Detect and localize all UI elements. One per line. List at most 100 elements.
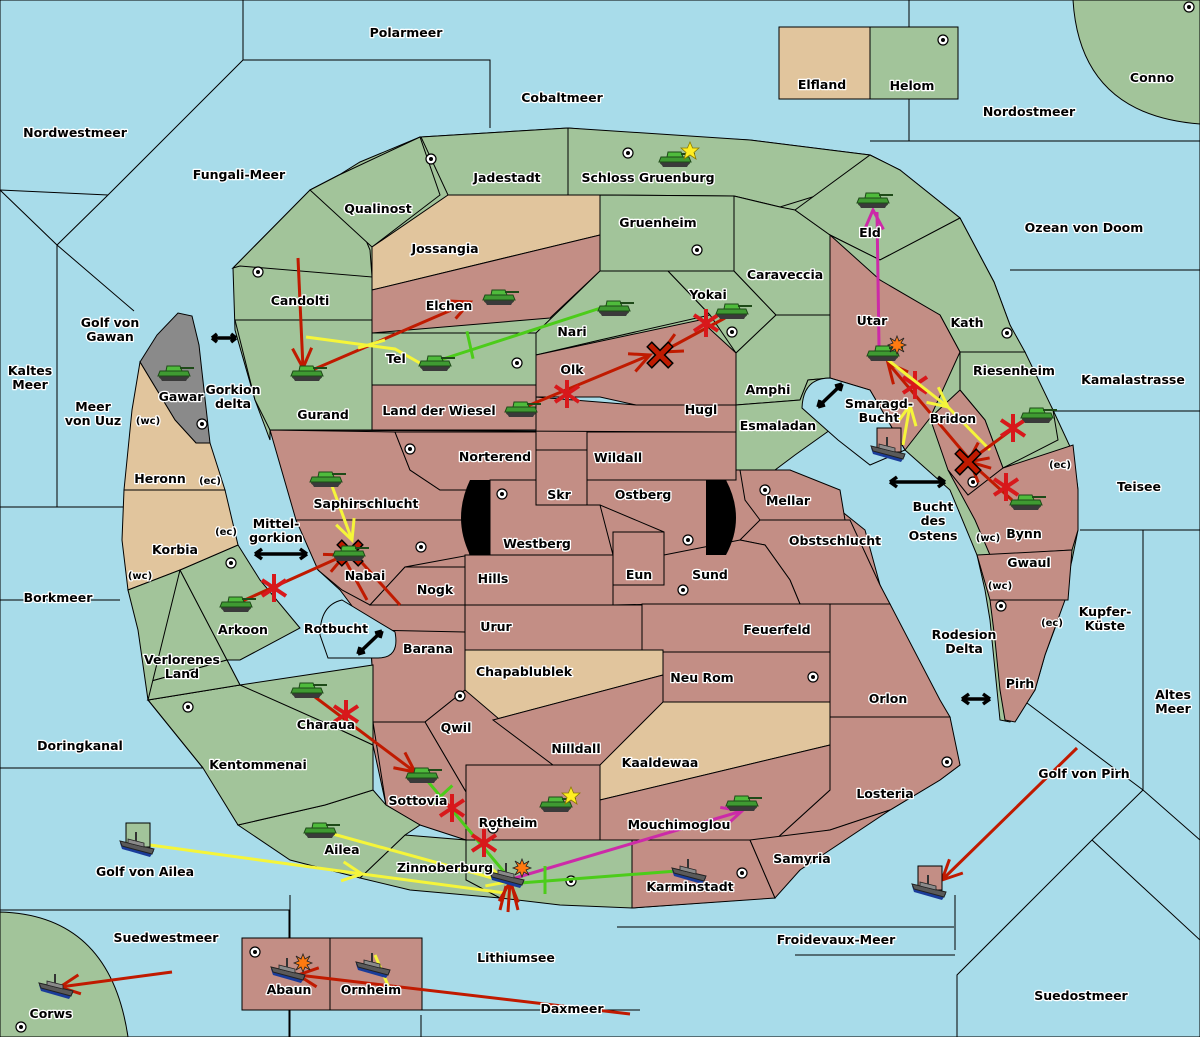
territory-qualinost[interactable] <box>309 136 441 248</box>
failed-order-marker <box>438 794 466 822</box>
move-order-arrow <box>297 973 631 1016</box>
label-gwaul: Gwaul <box>1007 555 1050 570</box>
impassable-east <box>706 480 736 555</box>
label-mellar: Mellar <box>766 493 811 508</box>
orders-layer <box>56 206 1079 1016</box>
label-wildall: Wildall <box>594 450 642 465</box>
territory-gwaul[interactable] <box>976 549 1073 601</box>
label-helom: Helom <box>890 78 935 93</box>
support-cut-marker <box>465 331 475 359</box>
label-arkoon: Arkoon <box>218 622 268 637</box>
label-jossangia: Jossangia <box>410 241 478 256</box>
move-order-arrow <box>296 257 305 369</box>
failed-order-marker <box>999 414 1027 442</box>
impassable-west <box>461 480 490 555</box>
territory-samyria[interactable] <box>749 809 891 899</box>
move-order-arrow <box>237 553 346 605</box>
territory-wildall[interactable] <box>586 431 737 481</box>
failed-order-marker <box>553 380 581 408</box>
label-candolti: Candolti <box>271 293 330 308</box>
bidirectional-arrows <box>210 332 992 706</box>
territory-charaua[interactable] <box>238 664 374 746</box>
label-von-uuz: von Uuz <box>65 413 121 428</box>
move-order-head <box>447 299 474 320</box>
supply-center-icon <box>404 443 416 455</box>
supply-center-icon <box>252 266 264 278</box>
supply-center-icon <box>736 867 748 879</box>
label-ec: (ec) <box>1041 618 1063 629</box>
territory-gruenheim[interactable] <box>599 194 735 272</box>
fleet-unit-golf-von-ailea[interactable] <box>119 822 155 858</box>
label-jadestadt: Jadestadt <box>472 170 540 185</box>
failed-order-marker <box>992 473 1020 501</box>
label-doringkanal: Doringkanal <box>37 738 123 753</box>
move-order-line <box>510 885 520 911</box>
label-hills: Hills <box>478 571 509 586</box>
support-order-line <box>439 303 611 362</box>
label-caraveccia: Caraveccia <box>747 267 823 282</box>
label-rodesion: Rodesion <box>932 627 997 642</box>
territory-heronn[interactable] <box>123 360 226 491</box>
support-order-line <box>305 335 426 368</box>
label-lithiumsee: Lithiumsee <box>477 950 555 965</box>
move-order-line <box>353 553 402 607</box>
label-gorkion: Gorkion <box>205 382 260 397</box>
label-nari: Nari <box>557 324 586 339</box>
label-hugl: Hugl <box>685 402 718 417</box>
explosion-icon <box>512 858 532 878</box>
territory-conno[interactable] <box>1072 0 1200 125</box>
label-neu-rom: Neu Rom <box>670 670 733 685</box>
label-qualinost: Qualinost <box>344 201 411 216</box>
units-layer <box>38 141 1058 1000</box>
label-ozean-von-doom: Ozean von Doom <box>1025 220 1144 235</box>
move-order-line <box>343 559 369 601</box>
label-corws: Corws <box>30 1006 73 1021</box>
label-skr: Skr <box>547 487 571 502</box>
label-smaragd: Smaragd- <box>845 396 913 411</box>
label-kupfer: Kupfer- <box>1079 604 1132 619</box>
label-korbia: Korbia <box>152 542 198 557</box>
territory-elfland[interactable] <box>778 26 871 100</box>
move-order-arrow <box>309 300 471 373</box>
label-froidevaux-meer: Froidevaux-Meer <box>777 932 896 947</box>
label-wc: (wc) <box>976 533 1000 544</box>
label-delta: Delta <box>945 641 983 656</box>
label-obstschlucht: Obstschlucht <box>789 533 881 548</box>
supply-center-icon <box>249 946 261 958</box>
label-wc: (wc) <box>128 571 152 582</box>
supply-center-icon <box>425 153 437 165</box>
supply-center-icon <box>182 701 194 713</box>
supply-center-icon <box>995 600 1007 612</box>
label-kaltes: Kaltes <box>8 363 52 378</box>
support-order-head <box>862 206 885 231</box>
supply-center-icon <box>726 326 738 338</box>
label-meer: Meer <box>1155 701 1191 716</box>
label-suedostmeer: Suedostmeer <box>1034 988 1128 1003</box>
support-order-head <box>895 401 918 427</box>
sea-rotbucht[interactable] <box>319 599 397 659</box>
label-des: des <box>921 513 946 528</box>
label-ornheim: Ornheim <box>341 982 401 997</box>
label-kath: Kath <box>951 315 984 330</box>
label-samyria: Samyria <box>773 851 831 866</box>
fleet-unit-smaragd-bucht[interactable] <box>870 427 906 463</box>
label-wc: (wc) <box>988 581 1012 592</box>
territory-corws[interactable] <box>0 911 129 1037</box>
label-daxmeer: Daxmeer <box>540 1001 604 1016</box>
support-order-line <box>519 868 691 885</box>
label-saphirschlucht: Saphirschlucht <box>314 496 419 511</box>
label-amphi: Amphi <box>746 382 791 397</box>
label-qwil: Qwil <box>441 720 472 735</box>
label-chapablublek: Chapablublek <box>476 664 573 679</box>
label-ec: (ec) <box>1049 460 1071 471</box>
failed-order-marker <box>692 309 720 337</box>
territory-mouchimoglou[interactable] <box>599 744 831 841</box>
label-conno: Conno <box>1130 70 1175 85</box>
territory-pirh[interactable] <box>989 599 1066 723</box>
support-order-line <box>887 358 949 409</box>
territory-orlon[interactable] <box>829 603 951 718</box>
support-order-line <box>332 832 508 884</box>
fleet-unit-froidevaux-meer[interactable] <box>911 865 947 901</box>
